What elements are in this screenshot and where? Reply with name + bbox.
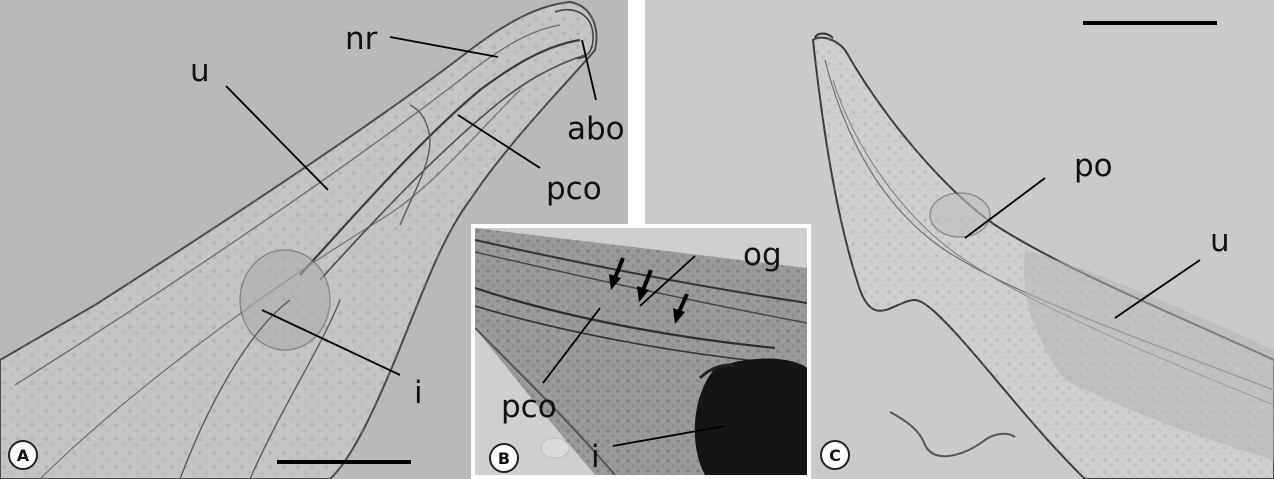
label-og-b: og xyxy=(743,237,782,273)
label-u-c: u xyxy=(1210,223,1230,259)
panel-b: og pco i B xyxy=(471,224,811,479)
panel-c-micrograph xyxy=(811,21,1274,479)
scale-bar-a xyxy=(277,460,411,464)
label-pco-b: pco xyxy=(501,389,557,425)
scale-bar-c xyxy=(1083,21,1217,25)
label-i-a: i xyxy=(414,375,423,411)
panel-letter-c: C xyxy=(820,440,850,470)
panel-a-micrograph xyxy=(0,0,598,479)
label-i-b: i xyxy=(591,439,600,475)
label-nr-a: nr xyxy=(345,21,378,57)
arrow-1 xyxy=(609,257,625,290)
arrow-2 xyxy=(637,269,653,302)
label-pco-a: pco xyxy=(546,171,602,207)
panel-letter-b: B xyxy=(489,443,519,473)
label-u-a: u xyxy=(190,53,210,89)
panel-letter-a: A xyxy=(8,440,38,470)
arrows-b xyxy=(609,257,689,324)
intestine-dark-b xyxy=(694,358,807,475)
arrow-3 xyxy=(673,293,689,324)
label-po-c: po xyxy=(1074,148,1113,184)
panel-b-micrograph xyxy=(475,228,807,475)
label-abo-a: abo xyxy=(567,111,625,147)
